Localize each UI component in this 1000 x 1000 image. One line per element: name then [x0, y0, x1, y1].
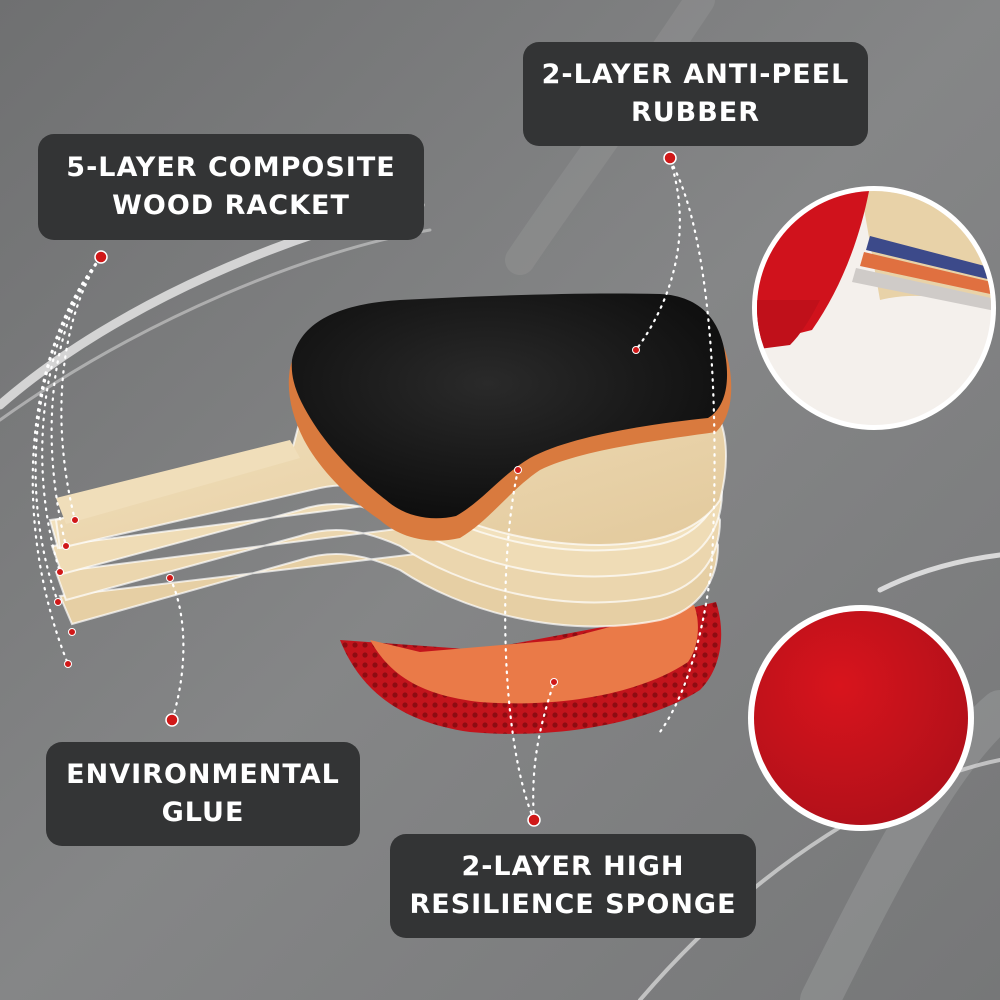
label-environmental-glue: ENVIRONMENTAL GLUE — [46, 742, 360, 846]
label-anti-peel-rubber-line2: RUBBER — [630, 97, 761, 128]
label-environmental-glue-line1: ENVIRONMENTAL — [66, 759, 340, 790]
racket-handle — [56, 440, 300, 524]
leader-lines — [31, 158, 716, 822]
label-resilience-sponge-line1: 2-LAYER HIGH — [461, 851, 685, 882]
label-wood-racket: 5-LAYER COMPOSITE WOOD RACKET — [38, 134, 424, 240]
marker-dots — [94, 151, 677, 827]
small-marker-dots — [54, 346, 640, 686]
label-anti-peel-rubber-line1: 2-LAYER ANTI-PEEL — [541, 59, 850, 90]
label-resilience-sponge-line2: RESILIENCE SPONGE — [409, 889, 737, 920]
black-rubber-layer — [291, 293, 728, 519]
orange-sponge-layer-bottom — [370, 605, 698, 704]
red-rubber-disc — [748, 605, 974, 831]
label-environmental-glue-line2: GLUE — [161, 797, 245, 828]
label-anti-peel-rubber: 2-LAYER ANTI-PEEL RUBBER — [523, 42, 868, 146]
label-wood-racket-line2: WOOD RACKET — [112, 190, 350, 221]
label-wood-racket-line1: 5-LAYER COMPOSITE — [66, 152, 396, 183]
label-resilience-sponge: 2-LAYER HIGH RESILIENCE SPONGE — [390, 834, 756, 938]
racket-illustration — [31, 151, 732, 827]
